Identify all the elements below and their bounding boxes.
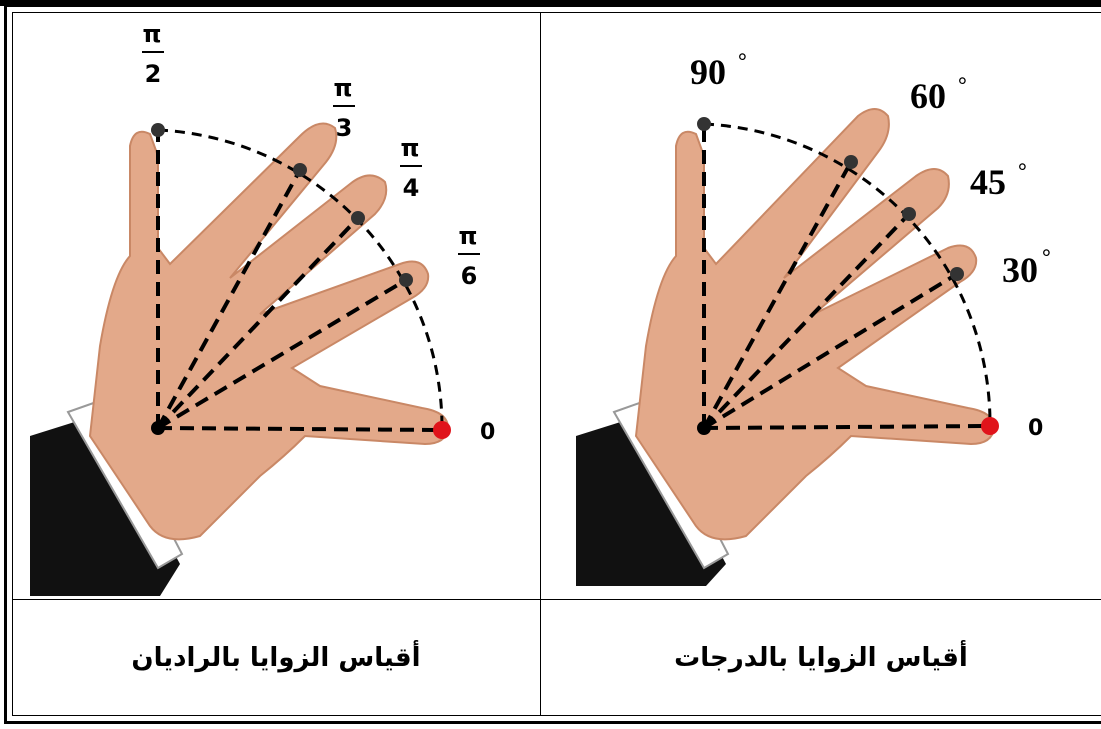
table-inner-border xyxy=(12,12,1101,716)
dot-pi-4 xyxy=(351,211,365,225)
label-pi-2: π 2 xyxy=(142,20,164,88)
label-60: 60 xyxy=(910,76,946,116)
angle-rays xyxy=(702,124,991,430)
degree-symbol-90: ° xyxy=(738,48,747,73)
svg-text:π: π xyxy=(401,134,420,162)
dot-30 xyxy=(950,267,964,281)
column-divider xyxy=(540,12,541,716)
degree-symbol-30: ° xyxy=(1042,244,1051,269)
dot-45 xyxy=(902,207,916,221)
degree-hand-svg: 90 ° 60 ° 45 ° 30 ° 0 xyxy=(576,48,1051,586)
dot-pi-6 xyxy=(399,273,413,287)
zero-dot xyxy=(433,421,451,439)
degree-hand-figure: 90 ° 60 ° 45 ° 30 ° 0 xyxy=(576,16,1096,596)
svg-text:2: 2 xyxy=(145,60,162,88)
degree-caption: أقياس الزوايا بالدرجات xyxy=(674,643,968,673)
label-pi-4: π 4 xyxy=(400,134,422,202)
hand-icon xyxy=(88,122,450,541)
origin-dot xyxy=(697,421,711,435)
degree-symbol-45: ° xyxy=(1018,158,1027,183)
label-90: 90 xyxy=(690,52,726,92)
svg-text:4: 4 xyxy=(403,174,420,202)
svg-text:3: 3 xyxy=(336,114,353,142)
table-outer-border xyxy=(4,4,1101,724)
svg-text:π: π xyxy=(459,222,478,250)
dot-pi-3 xyxy=(293,163,307,177)
svg-text:π: π xyxy=(334,74,353,102)
dot-60 xyxy=(844,155,858,169)
label-45: 45 xyxy=(970,162,1006,202)
row-divider xyxy=(12,599,1101,600)
radian-hand-svg: π 2 π 3 π 4 π 6 0 xyxy=(30,20,495,596)
svg-text:π: π xyxy=(143,20,162,48)
dot-pi-2 xyxy=(151,123,165,137)
svg-text:6: 6 xyxy=(461,262,478,290)
degree-symbol-60: ° xyxy=(958,72,967,97)
label-pi-3: π 3 xyxy=(333,74,355,142)
angle-rays xyxy=(156,130,443,432)
top-border xyxy=(0,0,1101,6)
radian-hand-figure: π 2 π 3 π 4 π 6 0 xyxy=(30,16,530,596)
origin-dot xyxy=(151,421,165,435)
radian-caption: أقياس الزوايا بالراديان xyxy=(131,643,421,673)
label-pi-6: π 6 xyxy=(458,222,480,290)
label-zero: 0 xyxy=(480,420,495,445)
zero-dot xyxy=(981,417,999,435)
dot-90 xyxy=(697,117,711,131)
hand-icon xyxy=(634,108,996,541)
label-30: 30 xyxy=(1002,250,1038,290)
label-zero: 0 xyxy=(1028,416,1043,441)
